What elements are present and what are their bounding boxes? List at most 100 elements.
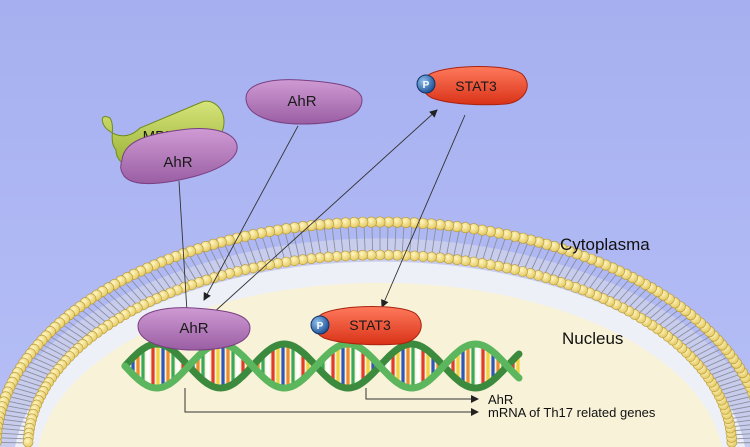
lipid-tail	[733, 437, 750, 440]
lipid-tail	[474, 233, 484, 261]
lipid-tail	[670, 319, 694, 337]
lipid-tail	[19, 373, 46, 384]
lipid-tail	[4, 404, 33, 412]
lipid-tail	[706, 360, 733, 373]
lipid-tail	[307, 228, 315, 257]
ahr-complex-protein	[120, 128, 238, 185]
lipid-tail	[130, 278, 150, 301]
lipid-tail	[142, 272, 161, 296]
lipid-tail	[733, 433, 750, 436]
lipid-tail	[363, 225, 366, 254]
lipid-tail	[0, 428, 28, 432]
lipid-tail	[0, 432, 27, 436]
stat3-nucleus: STAT3 P	[310, 306, 422, 346]
lipid-tail	[657, 308, 680, 327]
ahr-complex-label: AhR	[163, 154, 192, 171]
lipid-tail	[386, 224, 389, 254]
lipid-tail	[647, 301, 670, 321]
lipid-tail	[155, 267, 173, 291]
lipid-tail	[0, 418, 29, 424]
lipid-tail	[315, 228, 322, 256]
lipid-tail	[394, 225, 397, 254]
lipid-tail	[711, 369, 739, 380]
lipid-tail	[678, 327, 703, 344]
lipid-tail	[730, 415, 750, 420]
lipid-tail	[339, 226, 344, 255]
lipid-tail	[101, 294, 123, 315]
arrow-stat3-to-nucleus	[381, 114, 466, 308]
lipid-tail	[371, 224, 374, 254]
lipid-tail	[722, 391, 750, 400]
lipid-tail	[11, 386, 40, 396]
lipid-tail	[720, 386, 749, 396]
stat3-cytoplasm: STAT3 P	[416, 66, 528, 106]
lipid-tail	[616, 281, 636, 304]
lipid-tail	[732, 428, 750, 432]
lipid-tail	[731, 419, 750, 424]
lipid-tail	[246, 238, 258, 266]
lipid-tail	[331, 226, 337, 255]
lipid-tail	[689, 339, 715, 354]
lipid-tail	[728, 410, 750, 416]
lipid-tail	[536, 247, 551, 274]
lipid-tail	[0, 423, 28, 428]
lipid-tail	[161, 264, 179, 288]
lipid-tail	[627, 288, 648, 309]
lipid-tail	[276, 233, 286, 261]
lipid-tail	[9, 391, 38, 400]
gene-output-arrows	[184, 388, 479, 416]
lipid-tail	[355, 225, 359, 254]
lipid-tail	[661, 312, 685, 331]
lipid-tail	[696, 347, 723, 362]
lipid-tail	[57, 327, 82, 344]
lipid-tail	[666, 316, 690, 334]
lipid-tail	[2, 414, 30, 420]
lipid-tail	[733, 442, 750, 444]
phospho-nucleus-label: P	[317, 321, 324, 332]
lipid-tail	[438, 228, 445, 256]
lipid-tail	[253, 237, 265, 264]
dna-helix	[121, 340, 523, 392]
ahr-free-label: AhR	[287, 93, 316, 110]
lipid-tail	[90, 301, 113, 321]
lipid-tail	[3, 409, 32, 416]
lipid-tail	[674, 323, 699, 340]
stat3-nucleus-label: STAT3	[349, 317, 391, 333]
lipid-tail	[27, 360, 54, 373]
lipid-tail	[621, 284, 642, 306]
ahr-gene-label: AhR	[488, 392, 513, 407]
lipid-tail	[488, 235, 499, 263]
lipid-tail	[41, 343, 67, 358]
lipid-tail	[323, 227, 329, 256]
lipid-tail	[481, 234, 491, 262]
lipid-tail	[543, 250, 558, 276]
lipid-tail	[686, 335, 712, 351]
lipid-tail	[708, 364, 736, 377]
lipid-tail	[34, 352, 60, 365]
lipid-tail	[637, 294, 659, 315]
lipid-tail	[231, 242, 244, 269]
lipid-tail	[703, 356, 730, 369]
lipid-tail	[300, 229, 307, 258]
lipid-tail	[136, 275, 155, 298]
lipid-tail	[70, 316, 94, 334]
lipid-tail	[75, 312, 99, 331]
lipid-tail	[53, 331, 78, 347]
lipid-tail	[95, 298, 118, 318]
mbl-ahr-complex: MBL AhR	[101, 100, 238, 185]
phospho-cytoplasm-label: P	[423, 80, 430, 91]
lipid-tail	[261, 235, 272, 263]
dna-strand	[121, 340, 523, 392]
lipid-tail	[224, 244, 237, 270]
lipid-tail	[550, 252, 565, 278]
lipid-tail	[714, 373, 741, 384]
lipid-tail	[195, 252, 210, 278]
lipid-tail	[168, 261, 185, 286]
lipid-tail	[599, 272, 618, 296]
lipid-tail	[216, 245, 230, 272]
arrow-complex-to-ahr	[178, 180, 188, 313]
lipid-tail	[431, 227, 437, 256]
lipid-tail	[716, 377, 744, 388]
